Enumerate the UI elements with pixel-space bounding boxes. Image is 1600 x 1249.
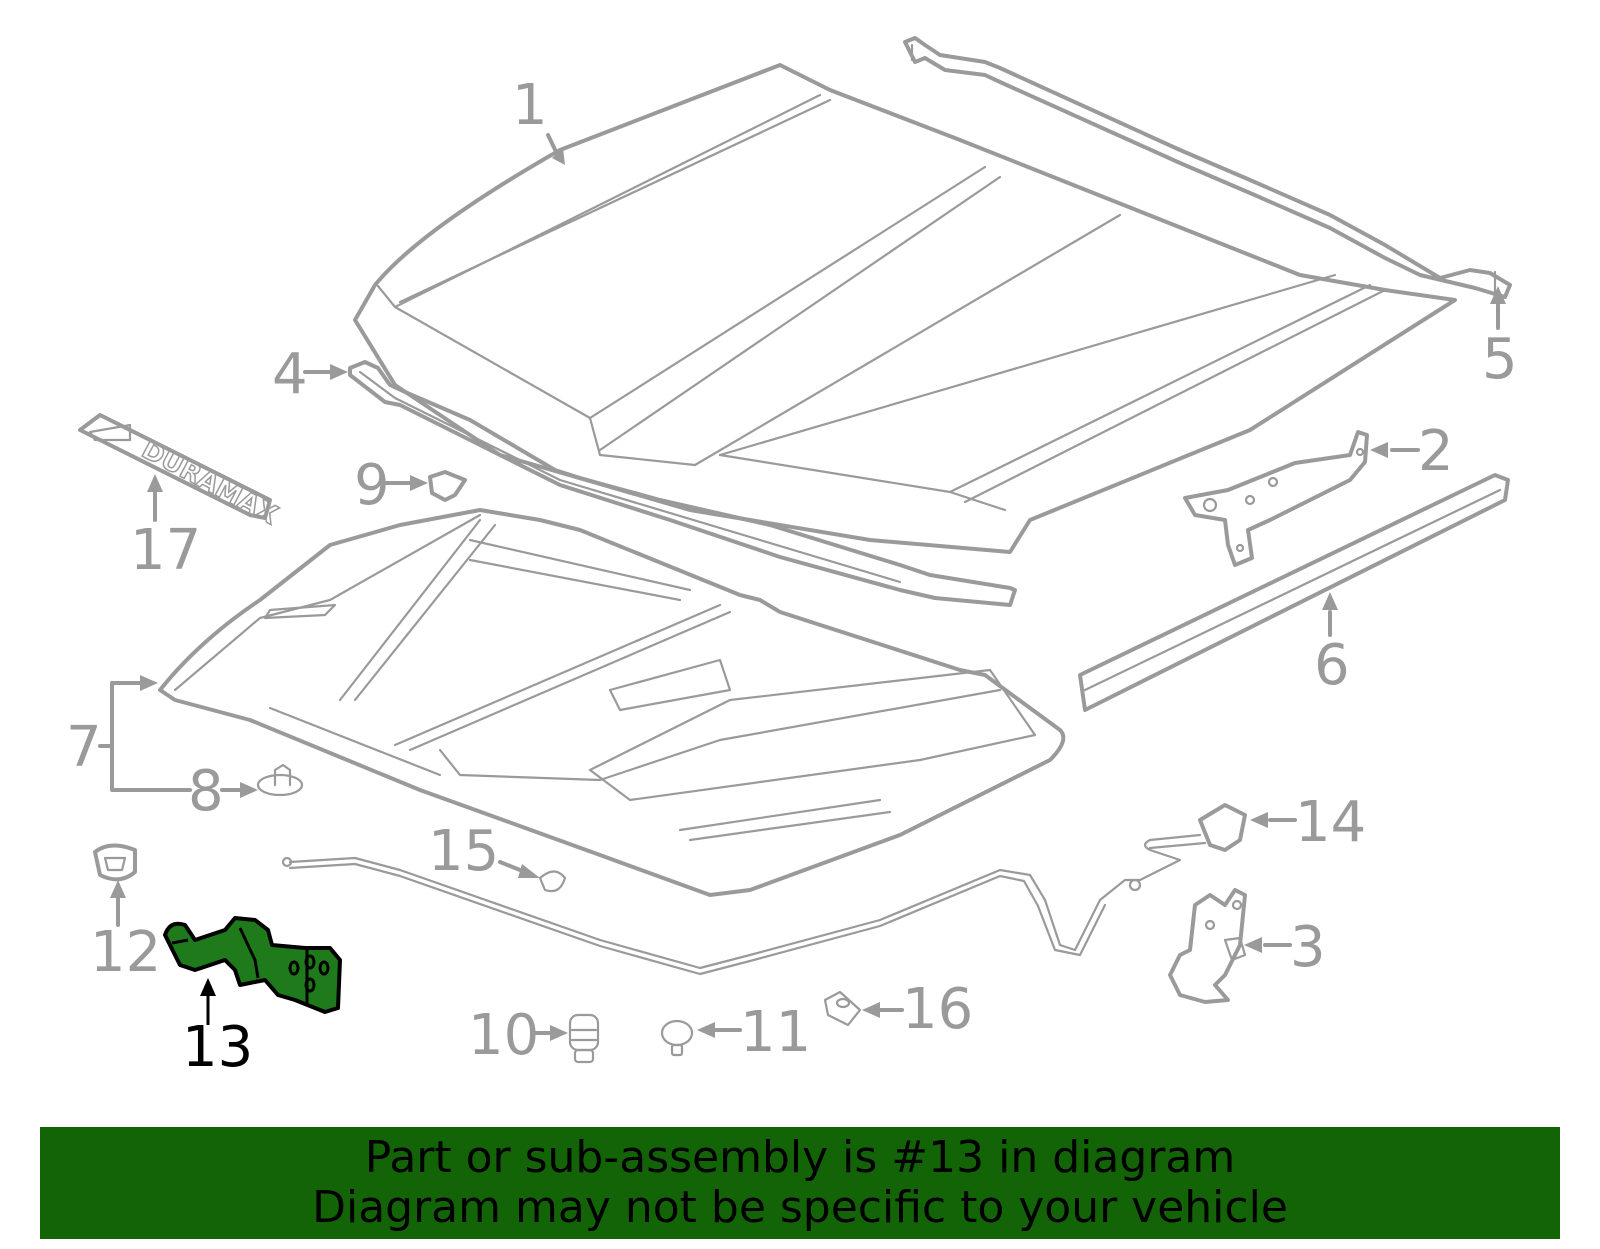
release-handle-drawing[interactable] [1128, 803, 1247, 892]
rear-weatherstrip-drawing[interactable] [903, 36, 1512, 299]
callout-4[interactable]: 4 [272, 342, 308, 407]
bumper-stop-drawing[interactable] [428, 470, 467, 502]
callout-8[interactable]: 8 [188, 759, 224, 824]
callout-13-highlighted[interactable]: 13 [182, 1015, 254, 1080]
callout-7[interactable]: 7 [66, 715, 102, 780]
hood-panel-drawing[interactable] [353, 63, 1457, 554]
nut-clip-drawing[interactable] [823, 990, 862, 1027]
leader-lines [98, 133, 1506, 1041]
retainer-drawing[interactable] [256, 763, 304, 797]
parts-diagram: DURAMAX [66, 36, 1518, 1080]
banner-line-part: Part or sub-assembly is #13 in diagram [364, 1132, 1236, 1183]
side-seal-drawing[interactable] [1078, 473, 1510, 712]
callout-2[interactable]: 2 [1418, 419, 1454, 484]
adjuster-bumper-drawing[interactable] [568, 1013, 600, 1064]
latch-drawing[interactable] [1168, 888, 1247, 1004]
hood-hinge-drawing[interactable] [163, 916, 342, 1014]
callout-10[interactable]: 10 [468, 1003, 540, 1068]
inner-panel-drawing[interactable] [158, 508, 1066, 897]
hinge-bracket-drawing[interactable] [1183, 430, 1369, 567]
clip-drawing[interactable] [93, 843, 137, 882]
duramax-emblem-drawing[interactable]: DURAMAX [78, 413, 283, 532]
callout-3[interactable]: 3 [1290, 915, 1326, 980]
callout-5[interactable]: 5 [1482, 327, 1518, 392]
callout-16[interactable]: 16 [902, 977, 974, 1042]
front-seal-drawing[interactable] [348, 360, 1017, 607]
callout-17[interactable]: 17 [130, 518, 202, 583]
callout-12[interactable]: 12 [90, 920, 162, 985]
callout-1[interactable]: 1 [512, 73, 548, 138]
callout-9[interactable]: 9 [354, 453, 390, 518]
banner-line-disclaimer: Diagram may not be specific to your vehi… [312, 1182, 1288, 1233]
callout-14[interactable]: 14 [1295, 790, 1367, 855]
callout-15[interactable]: 15 [428, 819, 500, 884]
bumper-cushion-drawing[interactable] [660, 1019, 694, 1057]
cable-drawing[interactable] [281, 856, 1142, 976]
diagram-drawing: DURAMAX [78, 36, 1512, 1064]
callout-6[interactable]: 6 [1314, 633, 1350, 698]
notice-banner: Part or sub-assembly is #13 in diagram D… [40, 1127, 1560, 1239]
callout-11[interactable]: 11 [740, 1000, 812, 1065]
